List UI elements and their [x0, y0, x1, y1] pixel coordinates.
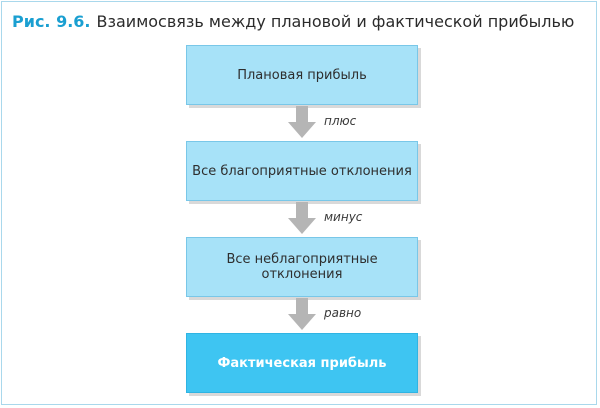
connector-equals: равно — [324, 306, 362, 320]
planned-profit-box: Плановая прибыль — [186, 45, 418, 105]
figure-number: Рис. 9.6. — [12, 12, 91, 31]
actual-profit-box: Фактическая прибыль — [186, 333, 418, 393]
figure-title: Взаимосвязь между плановой и фактической… — [96, 12, 575, 31]
unfavorable-variances-box: Все неблагоприятные отклонения — [186, 237, 418, 297]
connector-minus: минус — [324, 210, 363, 224]
planned-profit-label: Плановая прибыль — [237, 67, 367, 83]
connector-plus: плюс — [324, 114, 357, 128]
down-arrow-icon — [288, 106, 316, 138]
favorable-variances-label: Все благоприятные отклонения — [192, 163, 412, 179]
down-arrow-icon — [288, 202, 316, 234]
down-arrow-icon — [288, 298, 316, 330]
favorable-variances-box: Все благоприятные отклонения — [186, 141, 418, 201]
unfavorable-variances-label: Все неблагоприятные отклонения — [226, 252, 378, 282]
actual-profit-label: Фактическая прибыль — [217, 355, 387, 371]
figure-caption: Рис. 9.6. Взаимосвязь между плановой и фа… — [12, 11, 574, 33]
